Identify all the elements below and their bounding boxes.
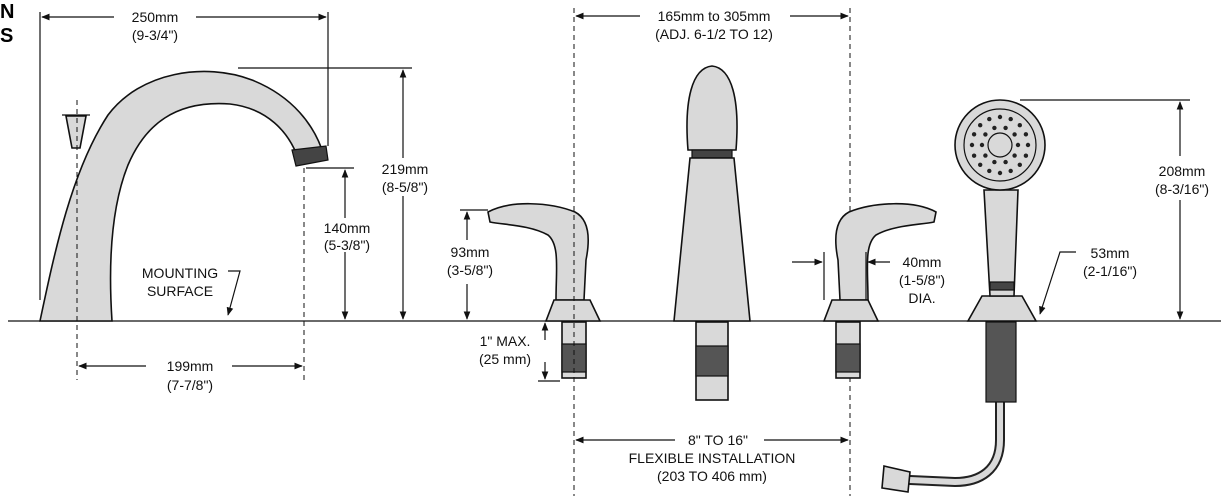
spray-nozzle [978, 123, 983, 128]
mounting-surface-line1: MOUNTING [142, 265, 218, 281]
spray-nozzle [969, 142, 975, 148]
spray-nozzle [1025, 142, 1031, 148]
spray-nozzle [983, 153, 988, 158]
handshower-face-ring [963, 108, 1037, 182]
spray-nozzle [992, 159, 997, 165]
handshower-height-metric: 208mm [1159, 163, 1206, 179]
center-spout-aerator [691, 149, 733, 159]
spray-nozzle [987, 168, 992, 174]
mounting-surface-line2: SURFACE [147, 283, 213, 299]
handshower-shank-thread [985, 321, 1017, 403]
spout-aerator [291, 145, 329, 167]
left-handle-thread [561, 343, 587, 373]
center-spout-thread [695, 345, 729, 377]
diverter-knob [65, 115, 87, 149]
spout-height-metric: 219mm [382, 161, 429, 177]
spray-nozzle [1008, 116, 1013, 122]
handshower-base-leader [1039, 251, 1076, 315]
deck-thickness-metric: 1" MAX. [480, 333, 531, 349]
spray-nozzle [1017, 123, 1022, 128]
right-handle-thread [835, 343, 861, 373]
spray-nozzle [997, 114, 1003, 120]
center-spout-head [686, 65, 738, 151]
spray-nozzle [1023, 153, 1029, 158]
handshower-head [954, 99, 1046, 191]
handshower-assembly [881, 99, 1046, 493]
spout-reach-imperial: (9-3/4") [132, 27, 178, 43]
handle-height-imperial: (3-5/8") [447, 262, 493, 278]
right-handle-assembly [822, 202, 937, 379]
spray-nozzle [987, 116, 992, 122]
handshower-base-metric: 53mm [1091, 245, 1130, 261]
handshower-center-ring [987, 132, 1013, 158]
spray-nozzle [1012, 132, 1017, 137]
center-spout-body [673, 157, 751, 322]
left-handle-lever [487, 202, 590, 301]
spray-nozzle [971, 153, 977, 158]
spray-nozzle [1008, 168, 1013, 174]
spray-nozzle [997, 170, 1003, 176]
left-handle-assembly [487, 202, 602, 379]
spout-assembly [39, 70, 329, 322]
spray-nozzle [992, 125, 997, 131]
spray-nozzle [979, 142, 985, 148]
installation-line1: 8" TO 16" [688, 432, 748, 448]
handshower-handle-band [989, 281, 1015, 291]
handshower-base [966, 295, 1038, 322]
hose-connector [881, 465, 911, 493]
spray-nozzle [1017, 162, 1022, 167]
right-handle-base [822, 299, 880, 322]
center-spout-assembly [673, 65, 751, 401]
handle-height-metric: 93mm [451, 244, 490, 260]
spray-nozzle [978, 162, 983, 167]
base-center-imperial: (7-7/8") [167, 377, 213, 393]
base-center-metric: 199mm [167, 358, 214, 374]
installation-line2: FLEXIBLE INSTALLATION [629, 450, 796, 466]
spray-nozzle [1023, 132, 1029, 137]
handshower-handle [983, 189, 1019, 297]
spray-nozzle [971, 132, 977, 137]
header-fragment-line2: S [0, 25, 13, 47]
left-handle-base [544, 299, 602, 322]
handshower-base-imperial: (2-1/16") [1083, 263, 1137, 279]
handshower-height-imperial: (8-3/16") [1155, 181, 1209, 197]
deck-thickness-imperial: (25 mm) [479, 351, 531, 367]
spout-height-imperial: (8-5/8") [382, 179, 428, 195]
outlet-height-metric: 140mm [324, 220, 371, 236]
handle-dia-imperial: (1-5/8") [899, 272, 945, 288]
mounting-surface-leader [226, 270, 241, 316]
spray-nozzle [1015, 142, 1021, 148]
handshower-nozzles [969, 114, 1031, 176]
header-fragment-line1: N [0, 1, 14, 23]
spout-reach-metric: 250mm [132, 9, 179, 25]
handle-dia-metric: 40mm [903, 254, 942, 270]
outlet-height-imperial: (5-3/8") [324, 237, 370, 253]
installation-line3: (203 TO 406 mm) [657, 468, 767, 484]
spray-nozzle [1003, 159, 1008, 165]
handle-dia-note: DIA. [908, 290, 935, 306]
spray-nozzle [1003, 125, 1008, 131]
spray-nozzle [1012, 153, 1017, 158]
handshower-hose-inner [907, 397, 1003, 486]
handle-spacing-metric: 165mm to 305mm [658, 8, 771, 24]
handle-spacing-imperial: (ADJ. 6-1/2 TO 12) [655, 26, 773, 42]
spray-nozzle [983, 132, 988, 137]
